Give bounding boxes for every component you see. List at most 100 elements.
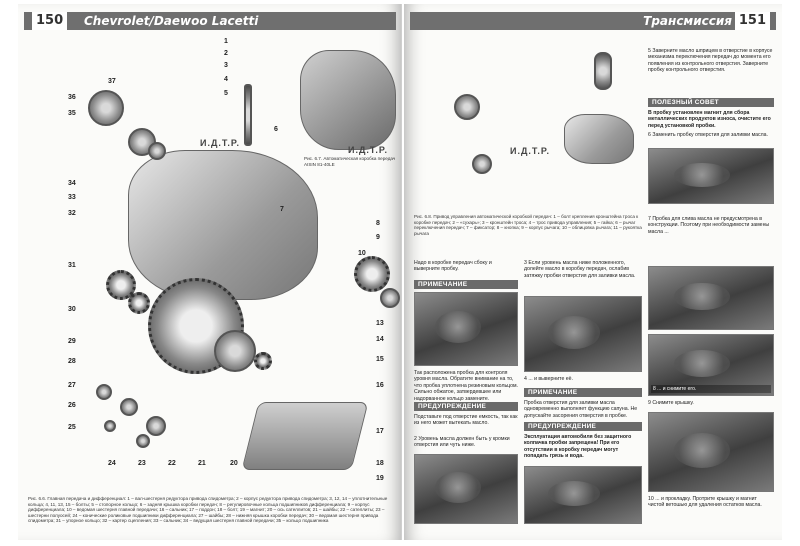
callout-10: 10 [358, 250, 366, 257]
photo-cover-2: 8 ... и снимите его. [648, 334, 774, 396]
photo-breather-cap [524, 466, 642, 524]
tip-title: ПОЛЕЗНЫЙ СОВЕТ [648, 98, 774, 107]
tip-text: В пробку установлен магнит для сбора мет… [648, 110, 771, 129]
book-spread: 150 Chevrolet/Daewoo Lacetti И.Д.Т.Р. И.… [18, 4, 782, 540]
callout-15: 15 [376, 356, 384, 363]
ring-gear [148, 278, 244, 374]
shift-lever-base [564, 114, 634, 164]
photo-oil-level [414, 454, 518, 524]
cable-end [472, 154, 492, 174]
exploded-view-diagram: И.Д.Т.Р. И.Д.Т.Р. Рис. 6.7. Автоматическ… [18, 30, 401, 516]
cable-figure-caption: Рис. 6.8. Привод управления автоматическ… [414, 214, 642, 236]
callout-4: 4 [224, 76, 228, 83]
callout-18: 18 [376, 460, 384, 467]
differential-gear-bottom [254, 352, 272, 370]
transmission-photo-caption: Рис. 6.7. Автоматическая коробка передач… [304, 156, 396, 167]
cable-bracket [454, 94, 480, 120]
top-note: 5 Заверните масло шприцем в отверстие в … [648, 48, 773, 74]
callout-25: 25 [68, 424, 76, 431]
callout-14: 14 [376, 336, 384, 343]
oil-pan [241, 402, 369, 470]
callout-28: 28 [68, 358, 76, 365]
washer-5 [136, 434, 150, 448]
photo-control-plug [414, 292, 518, 366]
callout-5: 5 [224, 90, 228, 97]
warning-2-text: Эксплуатация автомобиля без защитного ко… [524, 434, 632, 460]
step-10: 10 ... и прокладку. Протрите крышку и ма… [648, 496, 762, 509]
callout-6: 6 [274, 126, 278, 133]
right-running-title: Трансмиссия [643, 14, 732, 28]
callout-16: 16 [376, 382, 384, 389]
callout-13: 13 [376, 320, 384, 327]
step-9: 9 Снимите крышку. [648, 400, 694, 406]
clutch-housing [128, 150, 318, 300]
bearing-right [354, 256, 390, 292]
note-2-text: Пробка отверстия для заливки масла однов… [524, 400, 638, 419]
left-watermark-top: И.Д.Т.Р. [200, 138, 241, 148]
step-6: 6 Заменить пробку отверстия для заливки … [648, 132, 768, 138]
callout-31: 31 [68, 262, 76, 269]
left-running-title: Chevrolet/Daewoo Lacetti [84, 14, 259, 28]
callout-30: 30 [68, 306, 76, 313]
callout-2: 2 [224, 50, 228, 57]
callout-24: 24 [108, 460, 116, 467]
callout-9: 9 [376, 234, 380, 241]
callout-17: 17 [376, 428, 384, 435]
callout-8: 8 [376, 220, 380, 227]
warning-1-text: Подставьте под отверстие емкость, так ка… [414, 414, 518, 427]
callout-19: 19 [376, 475, 384, 482]
left-page-header: 150 Chevrolet/Daewoo Lacetti [24, 12, 396, 30]
photo-breather [524, 296, 642, 372]
callout-1: 1 [224, 38, 228, 45]
auto-transmission-photo [300, 50, 396, 150]
differential-case [214, 330, 256, 372]
washer-4 [104, 420, 116, 432]
washer-1 [96, 384, 112, 400]
washer-2 [120, 398, 138, 416]
right-page-number: 151 [734, 12, 770, 30]
callout-37: 37 [108, 78, 116, 85]
pinion-gear-small [128, 292, 150, 314]
callout-22: 22 [168, 460, 176, 467]
step-4: 4 ... и выверните её. [524, 376, 573, 382]
shift-cable-diagram: И.Д.Т.Р. [414, 34, 642, 210]
photo-filler-plug [648, 148, 774, 204]
bearing-ring-left [88, 90, 124, 126]
shift-knob [594, 52, 612, 90]
seal-ring [128, 128, 156, 156]
left-watermark-right: И.Д.Т.Р. [348, 145, 389, 155]
speedometer-shaft [244, 84, 252, 146]
left-figure-caption: Рис. 6.6. Главная передача и дифференциа… [28, 496, 388, 524]
step-2-level: 2 Уровень масла должен быть у кромки отв… [414, 436, 510, 449]
callout-34: 34 [68, 180, 76, 187]
output-seal [380, 288, 400, 308]
note-1-title: ПРИМЕЧАНИЕ [414, 280, 518, 289]
left-page-number: 150 [32, 12, 68, 30]
callout-27: 27 [68, 382, 76, 389]
callout-21: 21 [198, 460, 206, 467]
callout-36: 36 [68, 94, 76, 101]
photo-cover-1 [648, 266, 774, 330]
callout-26: 26 [68, 402, 76, 409]
step-3: 3 Если уровень масла ниже положенного, д… [524, 260, 636, 279]
note-2-title: ПРИМЕЧАНИЕ [524, 388, 642, 397]
callout-35: 35 [68, 110, 76, 117]
step-7: 7 Пробка для слива масла не предусмотрен… [648, 216, 770, 235]
washer-3 [146, 416, 166, 436]
callout-32: 32 [68, 210, 76, 217]
warning-1-title: ПРЕДУПРЕЖДЕНИЕ [414, 402, 518, 411]
warning-2-title: ПРЕДУПРЕЖДЕНИЕ [524, 422, 642, 431]
note-1-text: Так расположена пробка для контроля уров… [414, 370, 518, 402]
left-page: 150 Chevrolet/Daewoo Lacetti И.Д.Т.Р. И.… [18, 4, 402, 540]
callout-29: 29 [68, 338, 76, 345]
small-seal [148, 142, 166, 160]
step-2-left: Надо в коробке передач сбоку и выверните… [414, 260, 492, 273]
callout-7: 7 [280, 206, 284, 213]
callout-3: 3 [224, 62, 228, 69]
callout-33: 33 [68, 194, 76, 201]
step-8-caption: 8 ... и снимите его. [651, 385, 771, 393]
right-page-header: Трансмиссия 151 [410, 12, 776, 30]
callout-20: 20 [230, 460, 238, 467]
callout-23: 23 [138, 460, 146, 467]
right-watermark: И.Д.Т.Р. [510, 146, 551, 156]
